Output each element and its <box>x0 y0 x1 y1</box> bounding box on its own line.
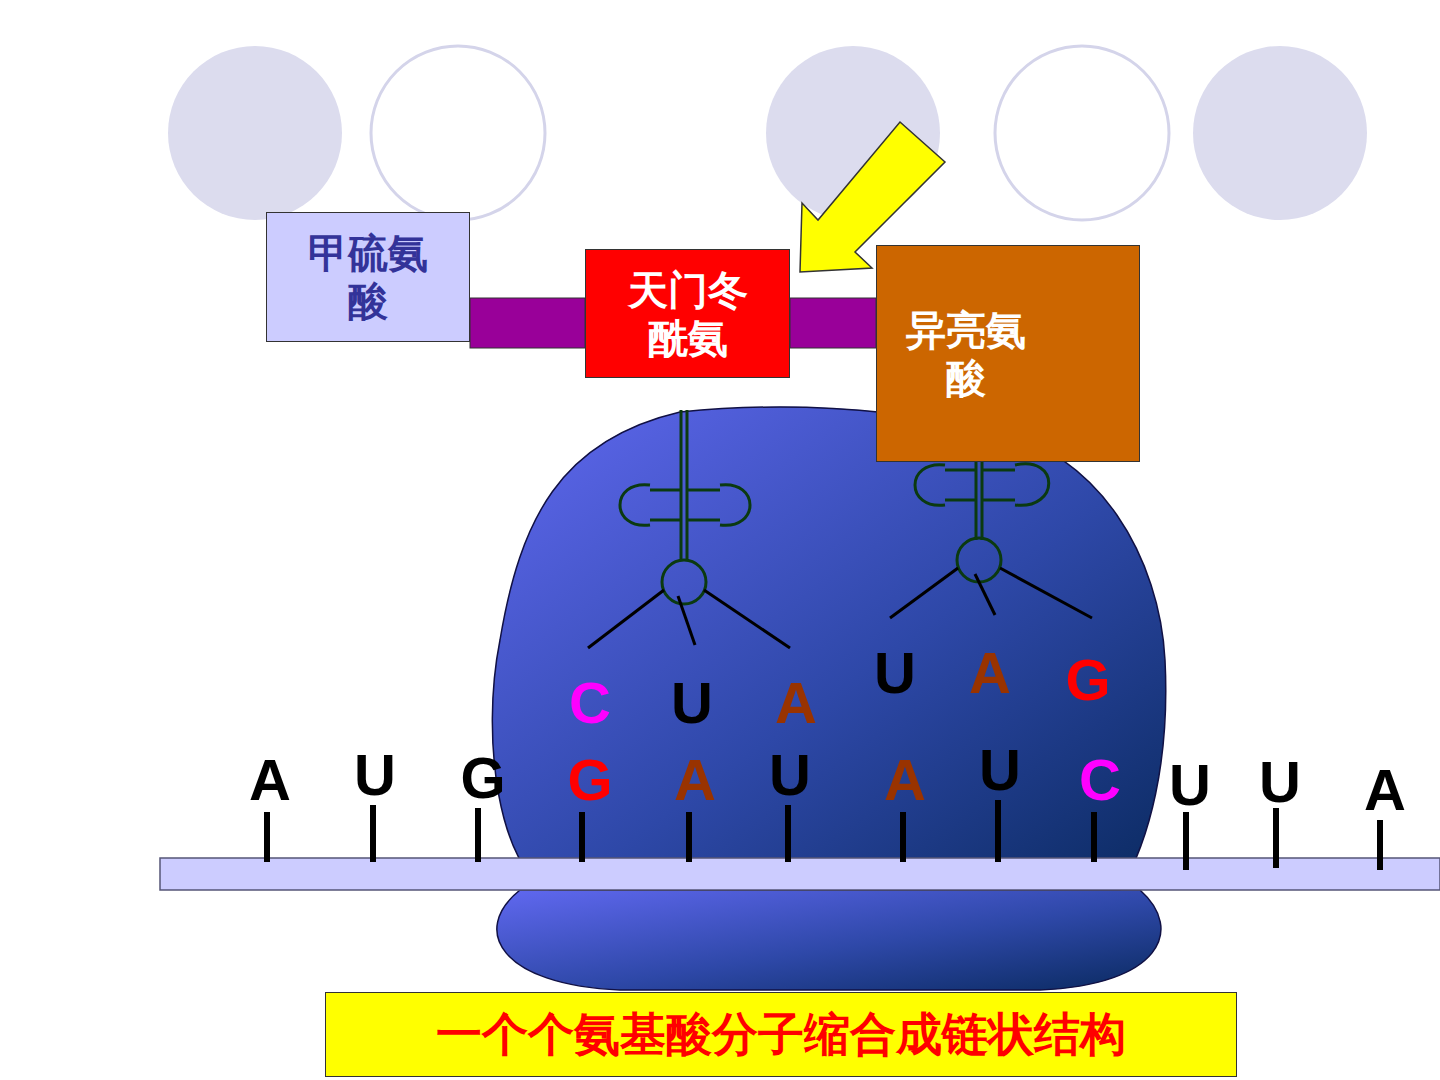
anticodon-leader <box>588 568 1092 648</box>
deco-circle <box>371 46 545 220</box>
mrna-base: U <box>979 741 1021 799</box>
anticodon-base: A <box>969 644 1011 702</box>
mrna-base: A <box>249 751 291 809</box>
mrna-base: U <box>769 746 811 804</box>
amino-acid-name: 甲硫氨酸 <box>293 229 443 325</box>
amino-acid-box: 甲硫氨酸 <box>266 212 470 342</box>
amino-acid-box: 天门冬酰氨 <box>585 249 790 378</box>
amino-acid-name: 天门冬酰氨 <box>613 266 763 362</box>
anticodon-base: U <box>874 644 916 702</box>
trna <box>915 462 1049 582</box>
mrna-base: C <box>1079 751 1121 809</box>
amino-acid-name: 异亮氨酸 <box>891 306 1041 402</box>
caption: 一个个氨基酸分子缩合成链状结构 <box>436 1004 1126 1066</box>
amino-acid-box: 异亮氨酸 <box>876 245 1140 462</box>
anticodon-base: U <box>671 674 713 732</box>
deco-circle <box>1193 46 1367 220</box>
deco-circle <box>995 46 1169 220</box>
mrna-base: A <box>674 751 716 809</box>
anticodon-base: A <box>775 674 817 732</box>
trna <box>620 410 750 604</box>
mrna-base: G <box>567 751 612 809</box>
caption-box: 一个个氨基酸分子缩合成链状结构 <box>325 992 1237 1077</box>
mrna-base: G <box>460 749 505 807</box>
base-tick <box>267 800 1380 870</box>
mrna-base: A <box>884 751 926 809</box>
mrna-strand <box>160 858 1440 890</box>
ribosome-large-subunit <box>492 407 1165 890</box>
ribosome-small-subunit <box>497 890 1161 990</box>
mrna-base: U <box>1169 756 1211 814</box>
mrna-base: A <box>1364 761 1406 819</box>
mrna-base: U <box>354 746 396 804</box>
peptide-bond <box>470 298 585 348</box>
anticodon-base: G <box>1065 651 1110 709</box>
mrna-base: U <box>1259 753 1301 811</box>
peptide-bond <box>790 298 876 348</box>
deco-circle <box>168 46 342 220</box>
anticodon-base: C <box>569 674 611 732</box>
